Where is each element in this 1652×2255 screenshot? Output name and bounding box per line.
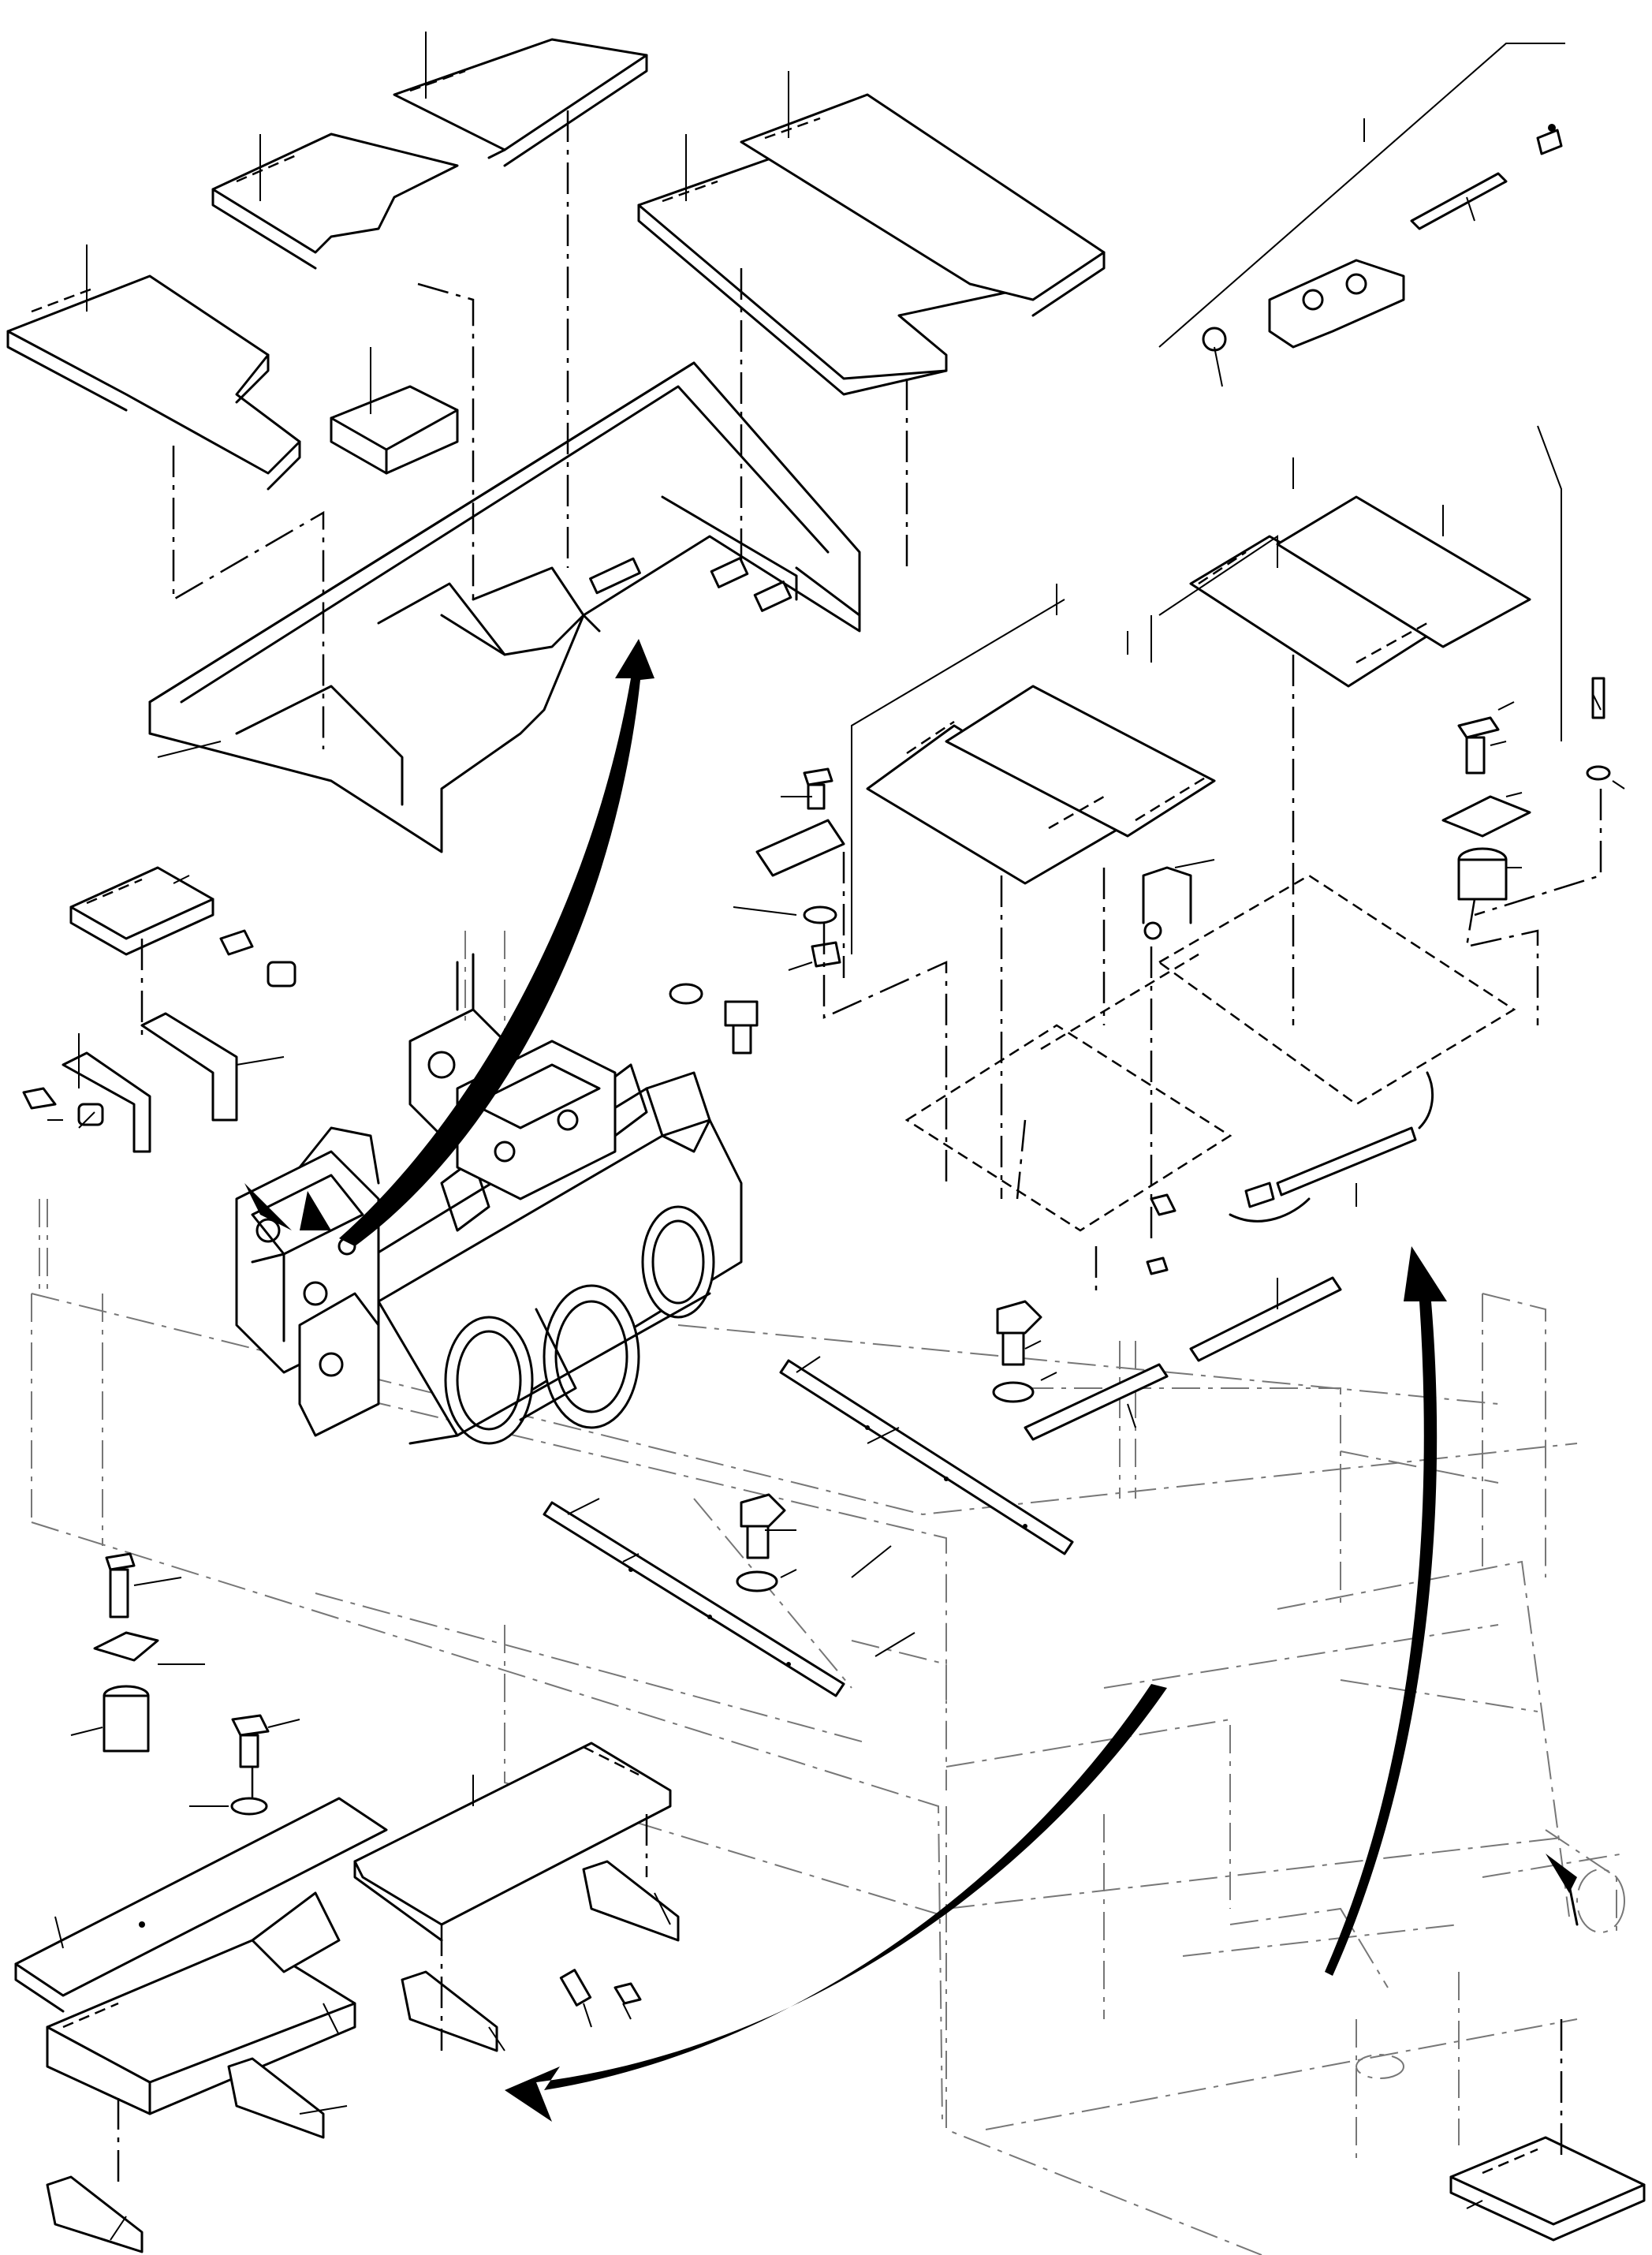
fasteners (93, 677, 1611, 1816)
small-box-cover (330, 385, 459, 475)
lower-plate-1 (14, 1797, 388, 2013)
group-bracket-lines (851, 43, 1565, 954)
support-arm-left (22, 929, 296, 1153)
top-cover-plate-5 (740, 93, 1106, 317)
hydraulic-pump-cluster (235, 931, 617, 1437)
top-cover-plate-1 (6, 274, 301, 491)
lower-plate-3 (353, 1742, 672, 1942)
rubber-strip-2 (1024, 1363, 1169, 1441)
upper-frame-assembly (148, 361, 861, 853)
curved-arrow-lower (505, 1684, 1167, 2122)
reinforcement-bar-1 (779, 1359, 1074, 1555)
lower-plate-2 (46, 1891, 356, 2115)
floor-panel-d (1276, 495, 1531, 664)
step-plate-lower-right (1449, 2136, 1646, 2242)
hinge-bracket-assembly (1202, 124, 1563, 352)
leader-lines (47, 32, 1625, 2241)
rear-frame-structure (945, 1718, 1625, 2161)
rubber-strip-1 (1189, 1276, 1342, 1362)
lower-bracket-2 (582, 1860, 680, 1942)
top-cover-plate-2 (211, 133, 459, 270)
curved-arrow-to-step-left (244, 1183, 331, 1230)
floor-panel-b (945, 685, 1216, 838)
reinforcement-bar-2 (543, 1501, 845, 1697)
lower-bracket-1 (401, 1970, 498, 2052)
small-arrow-lower-right (1546, 1854, 1579, 1926)
floor-outline-dashed (904, 874, 1516, 1232)
small-step-bracket-left (69, 866, 214, 956)
seal-strip (1244, 1126, 1417, 1208)
main-frame-phantom (31, 1199, 1617, 2255)
curved-arrow-right (1325, 1246, 1447, 1976)
top-cover-plate-3 (393, 38, 648, 167)
assembly-lines (117, 110, 1602, 2185)
lower-bracket-3 (227, 2057, 325, 2139)
hose-line (1150, 1071, 1434, 1223)
lower-small-fasteners (559, 1969, 642, 2007)
lower-bracket-4 (46, 2175, 144, 2253)
